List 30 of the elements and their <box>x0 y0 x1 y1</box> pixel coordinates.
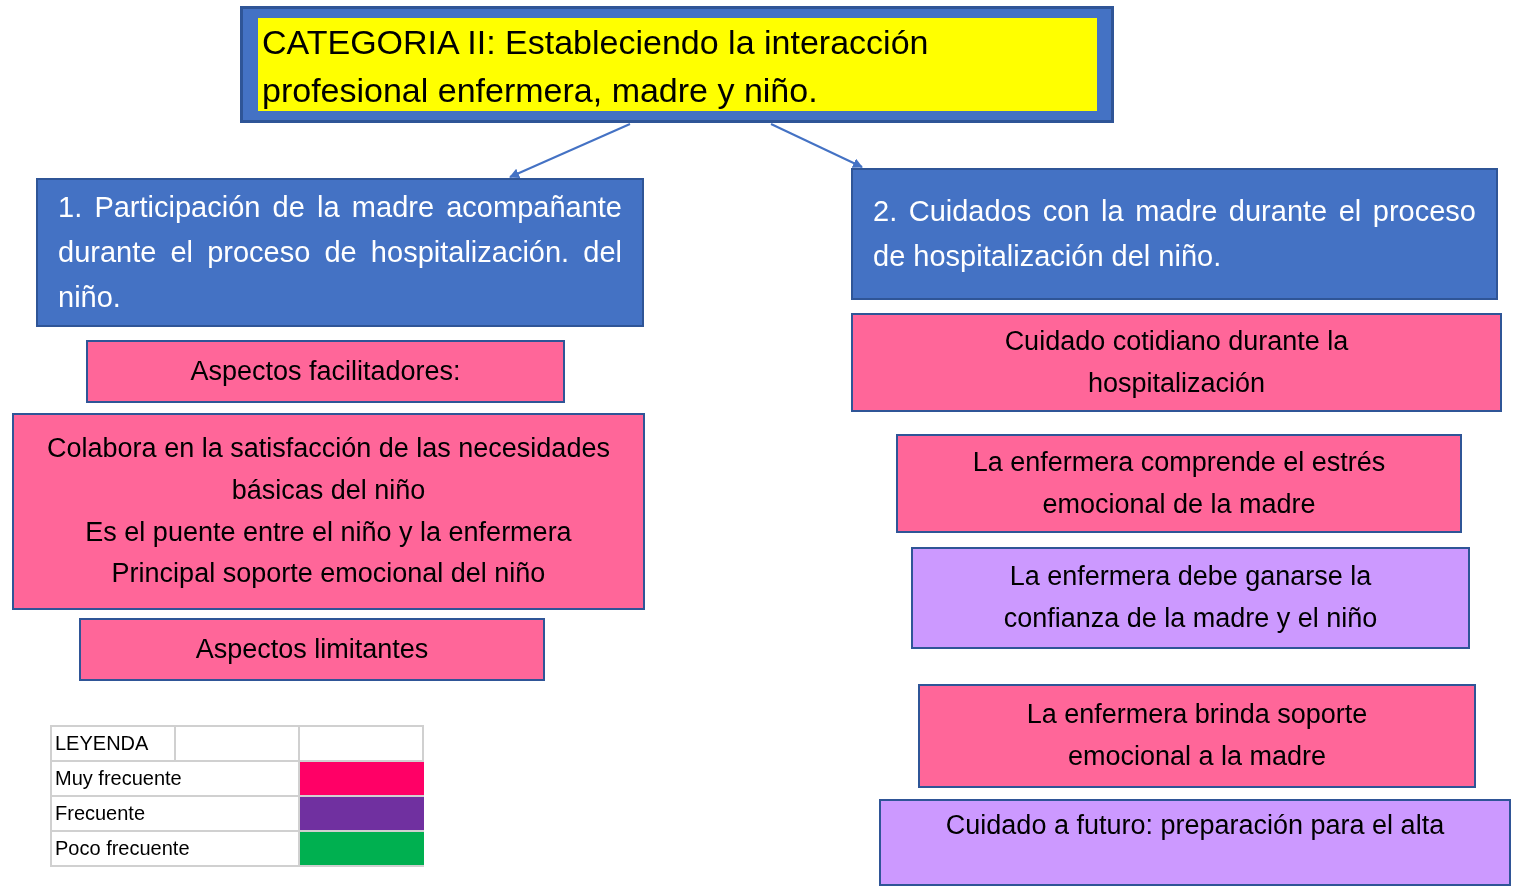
category-box <box>879 799 1511 886</box>
category-box <box>918 684 1476 788</box>
category-box <box>86 340 565 403</box>
category-box <box>896 434 1462 533</box>
arrow <box>509 123 631 178</box>
box-text: 1. Participación de la madre acompañante durante el proceso de hospitalización. del niño. <box>58 190 622 315</box>
box-text: Es el puente entre el niño y la enfermera <box>84 515 573 549</box>
category-box <box>12 413 645 610</box>
box-text: Principal soporte emocional del niño <box>110 557 547 591</box>
category-box <box>911 547 1470 649</box>
box-text: Aspectos facilitadores: <box>189 354 462 388</box>
legend-label: Muy frecuente <box>55 767 182 790</box>
legend-label: Frecuente <box>55 802 146 825</box>
legend-title: LEYENDA <box>55 732 149 755</box>
box-text: Colabora en la satisfacción de las necesidades básicas del niño <box>46 431 611 507</box>
title-box <box>240 6 1114 123</box>
arrow <box>770 123 863 168</box>
legend-label: Poco frecuente <box>55 837 190 860</box>
box-text: 2. Cuidados con la madre durante el proceso de hospitalización del niño. <box>873 194 1476 274</box>
box-text: Aspectos limitantes <box>194 632 430 666</box>
category-box <box>79 618 545 681</box>
box-text: Cuidado cotidiano durante la hospitalización <box>1003 324 1350 400</box>
box-text: La enfermera debe ganarse la confianza de la madre y el niño <box>1002 560 1379 635</box>
title-text: CATEGORIA II: Estableciendo la interacción profesional enfermera, madre y niño. <box>258 18 1097 111</box>
heading-box <box>851 168 1498 300</box>
box-text: Cuidado a futuro: preparación para el alta <box>944 809 1446 842</box>
box-text: La enfermera comprende el estrés emocional de la madre <box>971 445 1387 521</box>
category-box <box>851 313 1502 412</box>
heading-box <box>36 178 644 327</box>
box-text: La enfermera brinda soporte emocional a la madre <box>1025 698 1369 773</box>
